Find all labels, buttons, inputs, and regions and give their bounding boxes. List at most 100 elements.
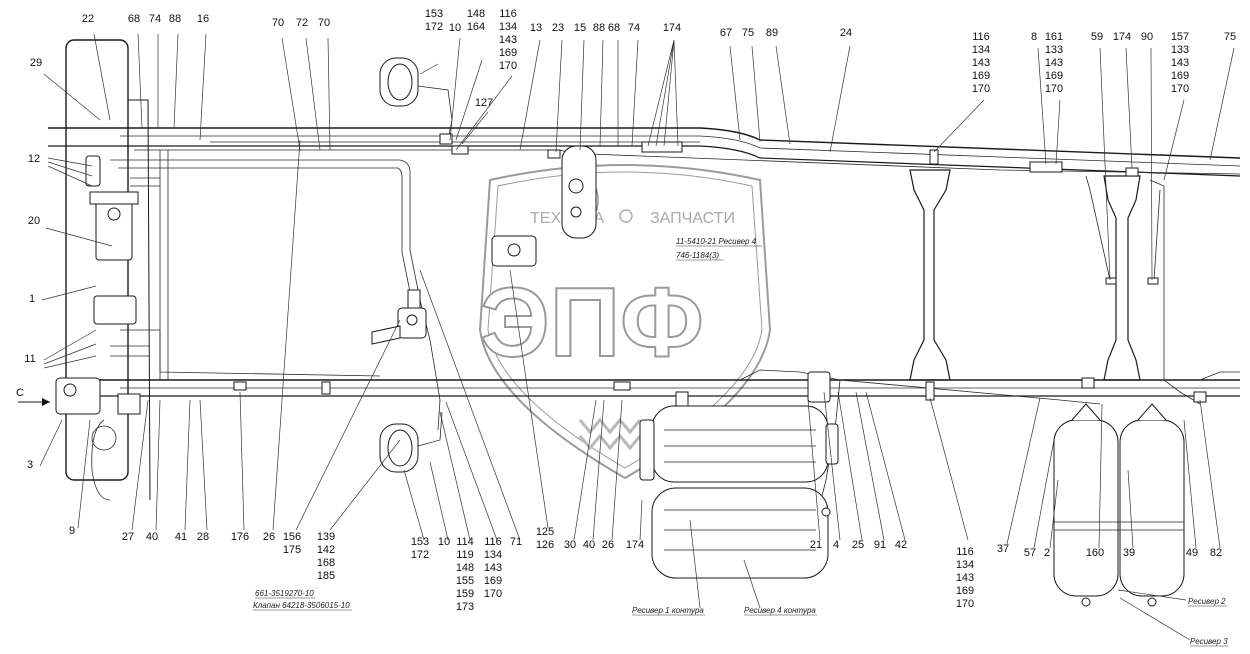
callout-line: 175 [283, 544, 301, 556]
callout-line: 75 [1224, 31, 1236, 43]
callout-line: 153 [411, 536, 429, 548]
callout-line: 22 [82, 13, 94, 25]
callout-line: 125 [536, 526, 554, 538]
callout-line: 15 [574, 22, 586, 34]
callout-line: 168 [317, 557, 335, 569]
callout-line: 26 [263, 531, 275, 543]
callout-line: 59 [1091, 31, 1103, 43]
callout-b-40b: 40 [583, 539, 595, 551]
callout-line: 172 [425, 21, 443, 33]
callout-t-24: 24 [840, 27, 852, 39]
callout-t-70b: 70 [318, 17, 330, 29]
callout-b-27: 27 [122, 531, 134, 543]
callout-line: 143 [1045, 57, 1063, 69]
watermark: ТЕХНИКА ЗАПЧАСТИ ЭПФ [478, 164, 772, 480]
callout-line: 169 [1045, 70, 1063, 82]
callout-l-20: 20 [28, 215, 40, 227]
callout-line: 42 [895, 539, 907, 551]
callout-t-68a: 68 [128, 13, 140, 25]
callout-line: 169 [484, 575, 502, 587]
callout-line: 143 [499, 34, 517, 46]
callout-line: 30 [564, 539, 576, 551]
callout-b-2: 2 [1044, 547, 1050, 559]
callout-line: 116 [484, 536, 502, 548]
callout-line: 172 [411, 549, 429, 561]
callout-line: 153 [425, 8, 443, 20]
callout-line: 169 [499, 47, 517, 59]
leader-lines [39, 33, 1235, 641]
callout-line: 24 [840, 27, 852, 39]
callout-t-74a: 74 [149, 13, 161, 25]
callout-t-13: 13 [530, 22, 542, 34]
callout-t-72: 72 [296, 17, 308, 29]
fittings [233, 133, 1207, 407]
callout-line: 49 [1186, 547, 1198, 559]
callout-line: 134 [972, 44, 990, 56]
callout-b-39: 39 [1123, 547, 1135, 559]
callout-line: 170 [972, 83, 990, 95]
callout-line: 139 [317, 531, 335, 543]
callout-line: 160 [1086, 547, 1104, 559]
callout-line: 170 [484, 588, 502, 600]
callout-line: 41 [175, 531, 187, 543]
callout-t-10a: 10 [449, 22, 461, 34]
callout-line: 88 [593, 22, 605, 34]
callout-t-67: 67 [720, 27, 732, 39]
callout-t-22: 22 [82, 13, 94, 25]
callout-b-25: 25 [852, 539, 864, 551]
relay-valve-mid [371, 289, 427, 345]
callout-line: 119 [456, 549, 474, 561]
callout-line: 169 [956, 585, 974, 597]
callout-line: 148 [456, 562, 474, 574]
callout-b-160: 160 [1086, 547, 1104, 559]
callout-line: 169 [1171, 70, 1189, 82]
callout-line: 143 [1171, 57, 1189, 69]
callout-l-9: 9 [69, 525, 75, 537]
brake-chamber-front-bottom [379, 411, 443, 473]
callout-b-174: 174 [626, 539, 644, 551]
callout-t-16: 16 [197, 13, 209, 25]
callout-b-37: 37 [997, 543, 1009, 555]
callout-line: 89 [766, 27, 778, 39]
direction-label: C [16, 387, 24, 399]
chassis-frame [48, 39, 1241, 501]
callout-l-3: 3 [27, 459, 33, 471]
callout-line: 157 [1171, 31, 1189, 43]
callout-line: 70 [318, 17, 330, 29]
callout-line: 88 [169, 13, 181, 25]
callout-line: 114 [456, 536, 474, 548]
callout-t-74b: 74 [628, 22, 640, 34]
callout-l-1: 1 [29, 293, 35, 305]
callout-t-23: 23 [552, 22, 564, 34]
note-n-valve: Клапан 64218-3506015-10 [253, 601, 350, 610]
callout-line: 159 [456, 588, 474, 600]
callout-line: 20 [28, 215, 40, 227]
callout-line: 75 [742, 27, 754, 39]
callout-line: 21 [810, 539, 822, 551]
callout-b-28: 28 [197, 531, 209, 543]
callout-b-49: 49 [1186, 547, 1198, 559]
callout-line: 116 [499, 8, 517, 20]
callout-t-127: 127 [475, 97, 493, 109]
callout-t-90: 90 [1141, 31, 1153, 43]
note-n-rec3: Ресивер 3 [1190, 637, 1228, 646]
callout-line: 27 [122, 531, 134, 543]
callout-line: 170 [956, 598, 974, 610]
callout-line: 10 [438, 536, 450, 548]
callout-line: 134 [499, 21, 517, 33]
watermark-letters: ЭПФ [480, 267, 704, 377]
callout-line: 133 [1171, 44, 1189, 56]
callout-l-29: 29 [30, 57, 42, 69]
callout-line: 174 [1113, 31, 1131, 43]
callout-line: 23 [552, 22, 564, 34]
callout-line: 8 [1031, 31, 1037, 43]
callout-b-30: 30 [564, 539, 576, 551]
callout-line: 155 [456, 575, 474, 587]
